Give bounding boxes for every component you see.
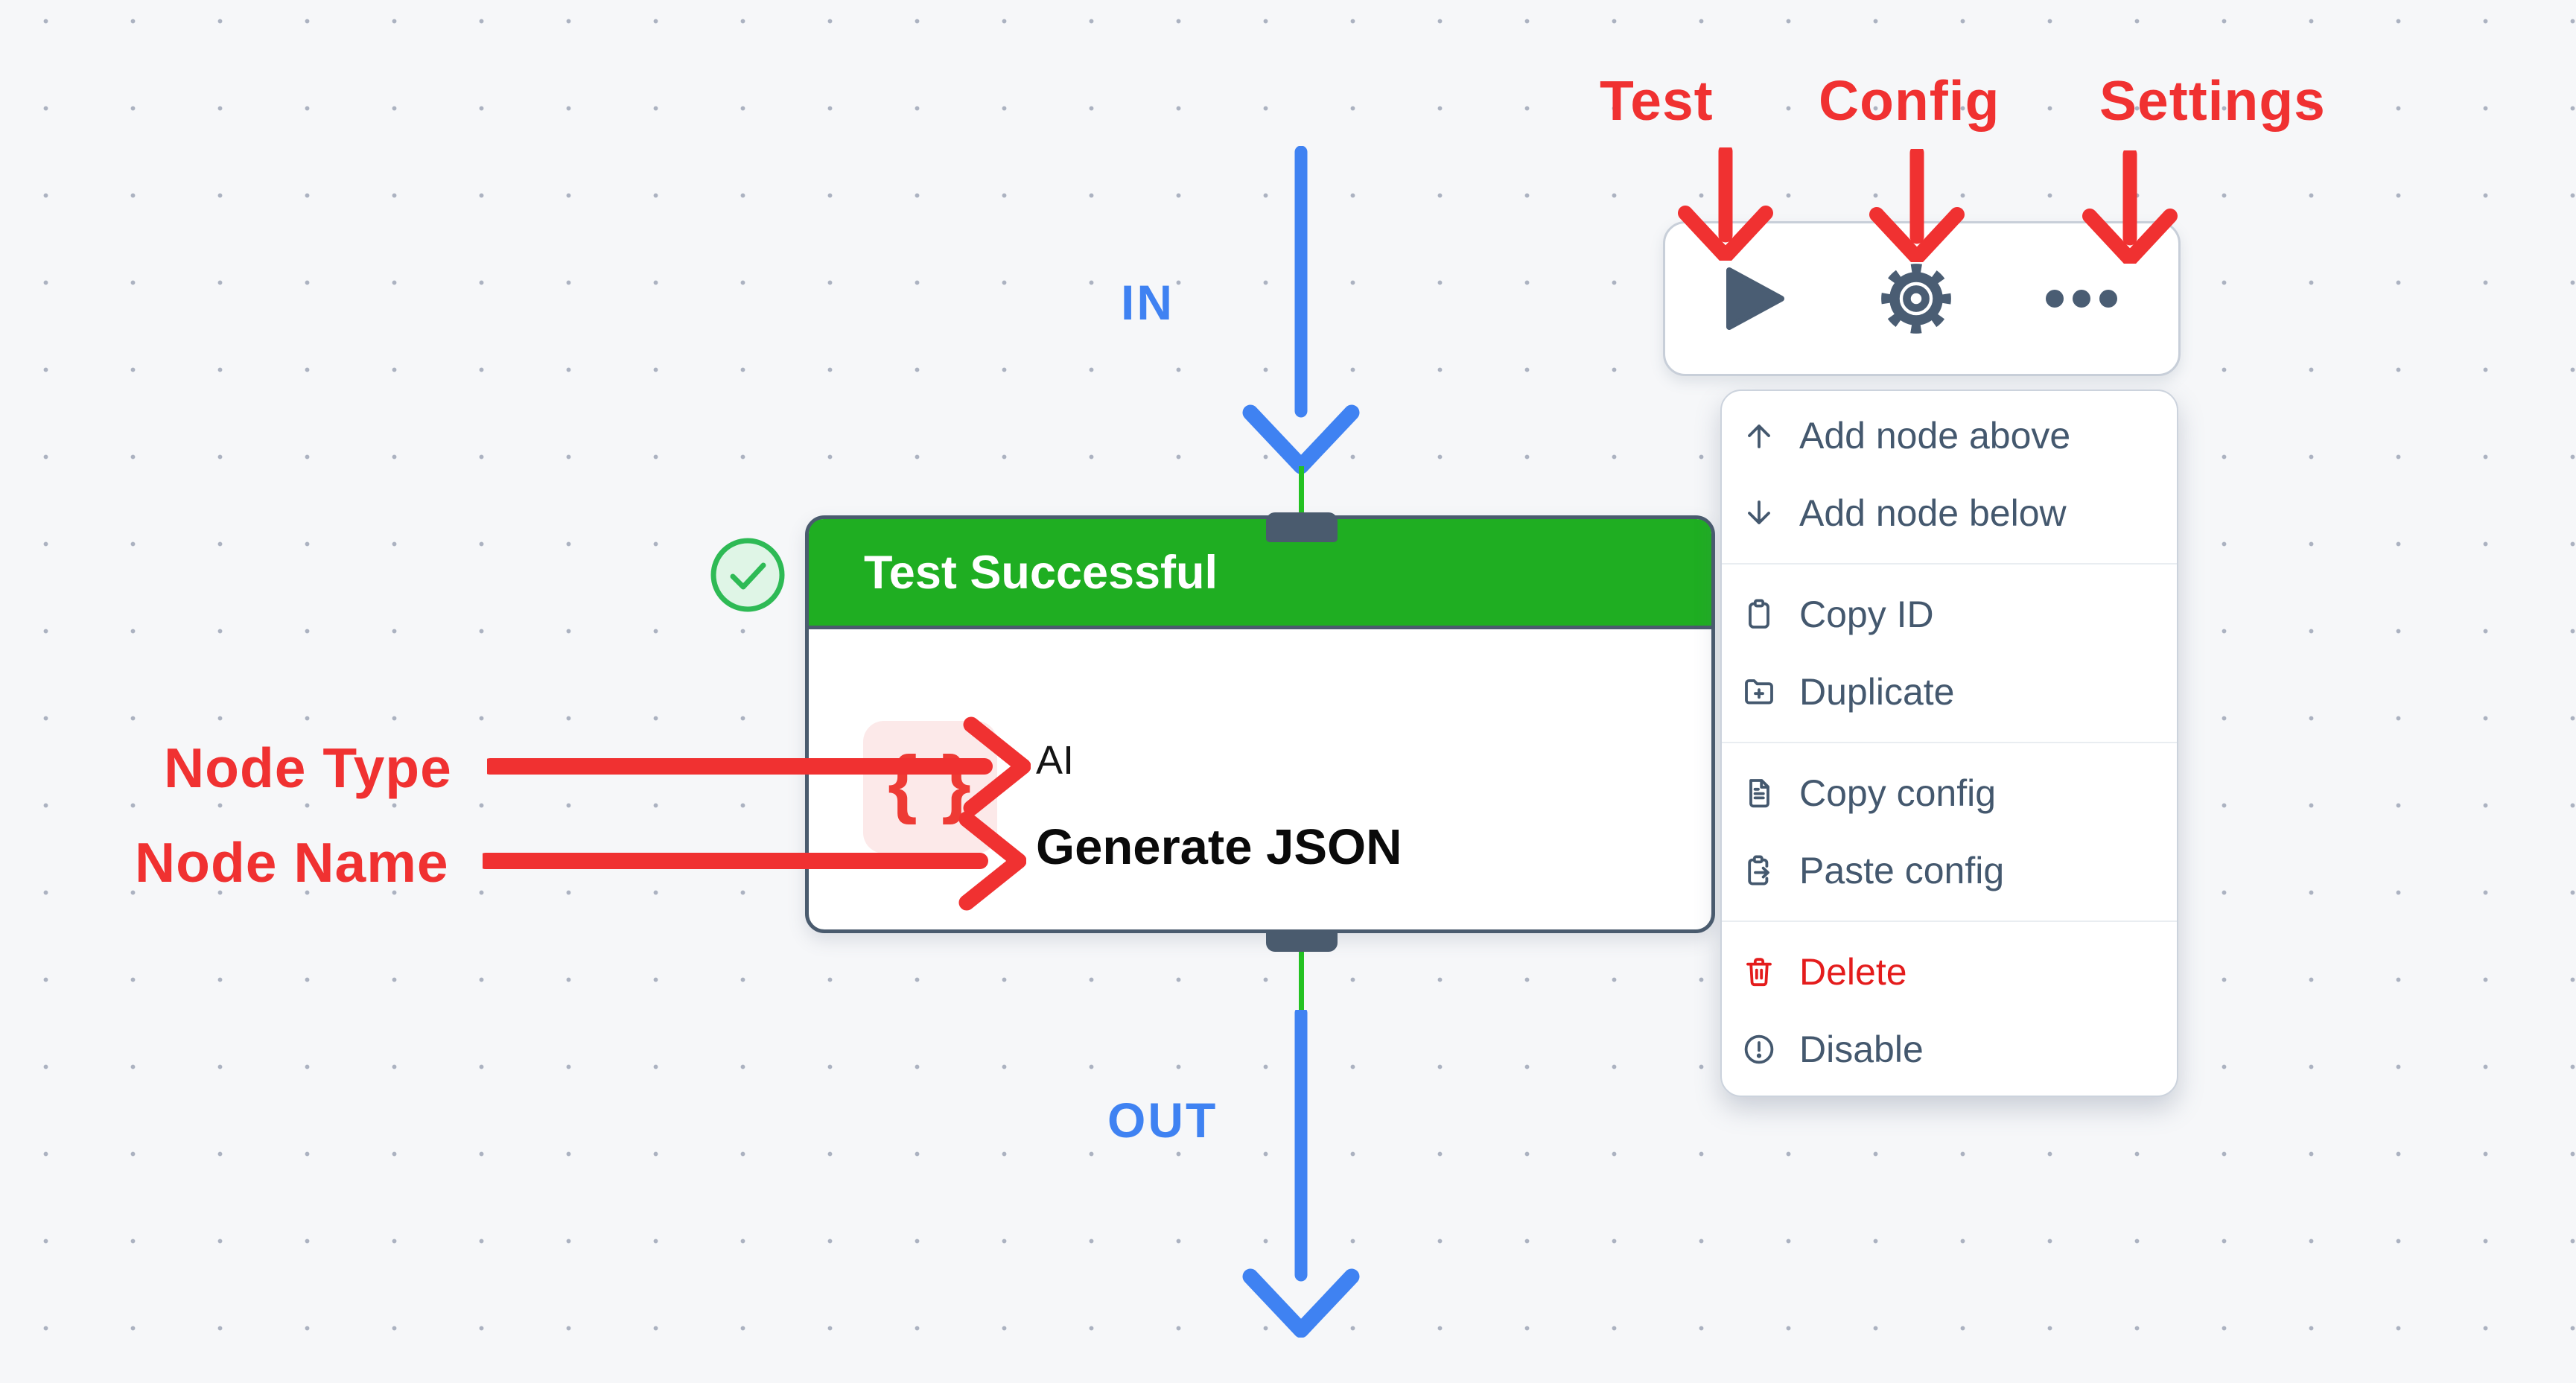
test-run-button[interactable] [1725,264,1787,333]
folder-plus-icon [1745,679,1773,705]
clipboard-icon [1749,599,1769,629]
menu-item-add-node-below[interactable]: Add node below [1722,474,2177,552]
menu-divider [1722,563,2177,565]
node-context-menu: Add node above Add node below Copy ID Du… [1720,390,2178,1097]
annotation-arrow-right-node-type-icon [487,716,1031,816]
annotation-settings-label: Settings [2099,69,2326,132]
menu-item-copy-id[interactable]: Copy ID [1722,576,2177,653]
annotation-config-label: Config [1819,69,2000,132]
menu-item-duplicate[interactable]: Duplicate [1722,653,2177,731]
menu-item-add-node-above[interactable]: Add node above [1722,397,2177,474]
annotation-arrow-down-config-icon [1869,149,1965,262]
out-edge-arrow-icon [1242,1010,1360,1338]
annotation-arrow-down-test-icon [1678,147,1773,261]
node-status-text: Test Successful [864,546,1218,599]
menu-item-label: Copy ID [1799,594,1934,635]
node-status-banner: Test Successful [809,519,1711,629]
arrow-down-icon [1748,500,1770,524]
in-edge-label: IN [1121,275,1174,330]
menu-item-label: Duplicate [1799,671,1955,713]
gear-icon [1880,264,1951,334]
clipboard-arrow-right-icon [1748,855,1769,886]
menu-item-paste-config[interactable]: Paste config [1722,832,2177,909]
menu-item-disable[interactable]: Disable [1722,1011,2177,1088]
menu-item-label: Delete [1799,951,1907,993]
annotation-test-label: Test [1600,69,1714,132]
annotation-arrow-down-settings-icon [2082,150,2178,264]
circle-exclamation-icon [1744,1034,1774,1064]
curly-braces-icon: { } [888,740,973,825]
ellipsis-icon [2046,290,2117,308]
menu-item-delete[interactable]: Delete [1722,933,2177,1011]
menu-item-copy-config[interactable]: Copy config [1722,754,2177,832]
menu-item-label: Add node below [1799,492,2067,534]
node-input-port[interactable] [1266,512,1338,542]
arrow-up-icon [1748,425,1770,448]
node-name-label: Generate JSON [1036,819,1402,875]
out-edge-stem [1299,949,1304,1013]
node-type-label: AI [1036,738,1075,783]
file-lines-icon [1749,779,1769,808]
trash-icon [1746,958,1772,987]
annotation-node-name-label: Node Name [135,831,449,894]
check-circle-icon [710,538,785,612]
menu-item-label: Paste config [1799,850,2005,891]
menu-item-label: Disable [1799,1028,1924,1070]
menu-item-label: Add node above [1799,415,2071,457]
out-edge-label: OUT [1107,1093,1218,1148]
play-icon [1726,267,1784,330]
annotation-arrow-right-node-name-icon [483,811,1026,911]
menu-divider [1722,742,2177,743]
node-output-port[interactable] [1266,932,1338,952]
settings-button[interactable] [2044,288,2119,309]
config-button[interactable] [1873,255,1959,342]
in-edge-stem [1299,466,1304,515]
menu-divider [1722,921,2177,922]
menu-item-label: Copy config [1799,772,1997,814]
in-edge-arrow-icon [1242,146,1360,474]
annotation-node-type-label: Node Type [164,737,452,799]
